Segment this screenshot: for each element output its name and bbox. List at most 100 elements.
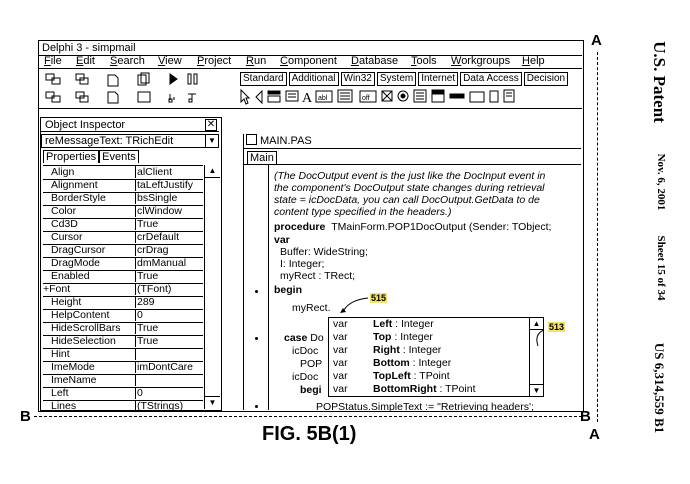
property-value[interactable]: 0 bbox=[137, 387, 143, 399]
close-icon[interactable]: ✕ bbox=[205, 119, 217, 131]
speedbar-icons bbox=[45, 72, 198, 104]
run-icon bbox=[169, 73, 178, 85]
property-value[interactable]: True bbox=[137, 218, 159, 230]
menu-help[interactable]: Help bbox=[522, 55, 545, 67]
editor-titlebar: MAIN.PAS bbox=[243, 134, 581, 149]
object-selector[interactable]: reMessageText: TRichEdit ▼ bbox=[41, 134, 219, 148]
scroll-down-icon[interactable]: ▼ bbox=[530, 384, 543, 396]
object-inspector-scrollbar[interactable]: ▲ ▼ bbox=[204, 165, 220, 409]
property-value[interactable]: alClient bbox=[137, 166, 173, 178]
palette-tab-win32[interactable]: Win32 bbox=[340, 72, 375, 86]
callout-513: 513 bbox=[548, 322, 566, 332]
property-name: Cursor bbox=[51, 231, 136, 243]
property-name[interactable]: +Font bbox=[43, 283, 136, 295]
property-value[interactable]: True bbox=[137, 335, 159, 347]
palette-tab-system[interactable]: System bbox=[376, 72, 417, 86]
palette-tab-internet[interactable]: Internet bbox=[418, 72, 459, 86]
menu-tools[interactable]: Tools bbox=[411, 55, 437, 67]
scroll-up-icon[interactable]: ▲ bbox=[205, 165, 220, 178]
item-name: BottomRight bbox=[373, 383, 437, 395]
object-inspector-title-text: Object Inspector bbox=[45, 119, 126, 131]
palette-tab-data-access[interactable]: Data Access bbox=[460, 72, 522, 86]
property-row[interactable]: ImeName bbox=[43, 374, 203, 388]
property-value[interactable]: clWindow bbox=[137, 205, 182, 217]
palette-tab-decision[interactable]: Decision bbox=[523, 72, 569, 86]
property-value[interactable]: True bbox=[137, 322, 159, 334]
property-value[interactable]: crDrag bbox=[137, 244, 169, 256]
menu-file[interactable]: File bbox=[44, 55, 62, 67]
property-value[interactable]: 0 bbox=[137, 309, 143, 321]
toolbar-divider bbox=[38, 108, 582, 109]
code-partial-line: icDoc bbox=[292, 371, 319, 383]
property-value[interactable]: (TFont) bbox=[137, 283, 172, 295]
code-insight-scrollbar[interactable]: ▲ ▼ bbox=[529, 318, 543, 396]
property-value[interactable]: imDontCare bbox=[137, 361, 194, 373]
property-row[interactable]: Hint bbox=[43, 348, 203, 362]
menu-run[interactable]: Run bbox=[246, 55, 267, 67]
item-kind: var bbox=[333, 357, 348, 369]
code-partial-line: case Do bbox=[284, 332, 324, 344]
menu-database[interactable]: Database bbox=[351, 55, 399, 67]
property-value[interactable]: taLeftJustify bbox=[137, 179, 194, 191]
property-value[interactable]: crDefault bbox=[137, 231, 180, 243]
property-value[interactable]: bsSingle bbox=[137, 192, 178, 204]
menu-view[interactable]: View bbox=[158, 55, 182, 67]
property-name: HideScrollBars bbox=[51, 322, 136, 334]
property-name: Alignment bbox=[51, 179, 136, 191]
scroll-up-icon[interactable]: ▲ bbox=[530, 318, 543, 330]
code-partial-line: begi bbox=[300, 384, 322, 396]
property-row[interactable]: Lines(TStrings) bbox=[43, 400, 203, 413]
property-name: Align bbox=[51, 166, 136, 178]
tab-main[interactable]: Main bbox=[247, 151, 277, 164]
svg-text:off: off bbox=[362, 95, 370, 102]
scrollbar-icon bbox=[449, 93, 465, 99]
patent-side-number: US 6,314,559 B1 bbox=[652, 342, 667, 434]
property-value[interactable]: True bbox=[137, 270, 159, 282]
tab-properties[interactable]: Properties bbox=[43, 150, 100, 163]
item-type: : TPoint bbox=[439, 383, 476, 395]
marker-a-bottom: A bbox=[589, 426, 600, 443]
object-inspector-title: Object Inspector ✕ bbox=[41, 118, 219, 132]
marker-b-left: B bbox=[20, 408, 31, 425]
component-palette: A abl off bbox=[238, 88, 578, 106]
menu-edit[interactable]: Edit bbox=[76, 55, 95, 67]
tab-events[interactable]: Events bbox=[99, 150, 139, 163]
property-value[interactable]: dmManual bbox=[137, 257, 187, 269]
leader-line-515 bbox=[343, 297, 369, 311]
property-value[interactable]: (TStrings) bbox=[137, 400, 184, 412]
scroll-down-icon[interactable]: ▼ bbox=[205, 396, 220, 409]
menu-search[interactable]: Search bbox=[110, 55, 145, 67]
property-row[interactable]: +Font(TFont) bbox=[43, 283, 203, 297]
item-name: Bottom bbox=[373, 357, 410, 369]
menu-project[interactable]: Project bbox=[197, 55, 232, 67]
object-selector-value: reMessageText: TRichEdit bbox=[45, 135, 174, 147]
palette-tab-standard[interactable]: Standard bbox=[240, 72, 287, 86]
property-value[interactable]: 289 bbox=[137, 296, 155, 308]
menu-component[interactable]: Component bbox=[280, 55, 337, 67]
palette-tab-additional[interactable]: Additional bbox=[288, 72, 339, 86]
groupbox-icon bbox=[469, 91, 485, 103]
open-project-icon bbox=[45, 91, 55, 99]
editor-gutter bbox=[268, 165, 269, 410]
code-comment-line: the component's DocOutput state changes … bbox=[274, 182, 545, 194]
chevron-down-icon[interactable]: ▼ bbox=[205, 135, 218, 147]
menu-workgroups[interactable]: Workgroups bbox=[451, 55, 511, 67]
label-icon: A bbox=[302, 91, 313, 106]
marker-b-right: B bbox=[580, 408, 591, 425]
